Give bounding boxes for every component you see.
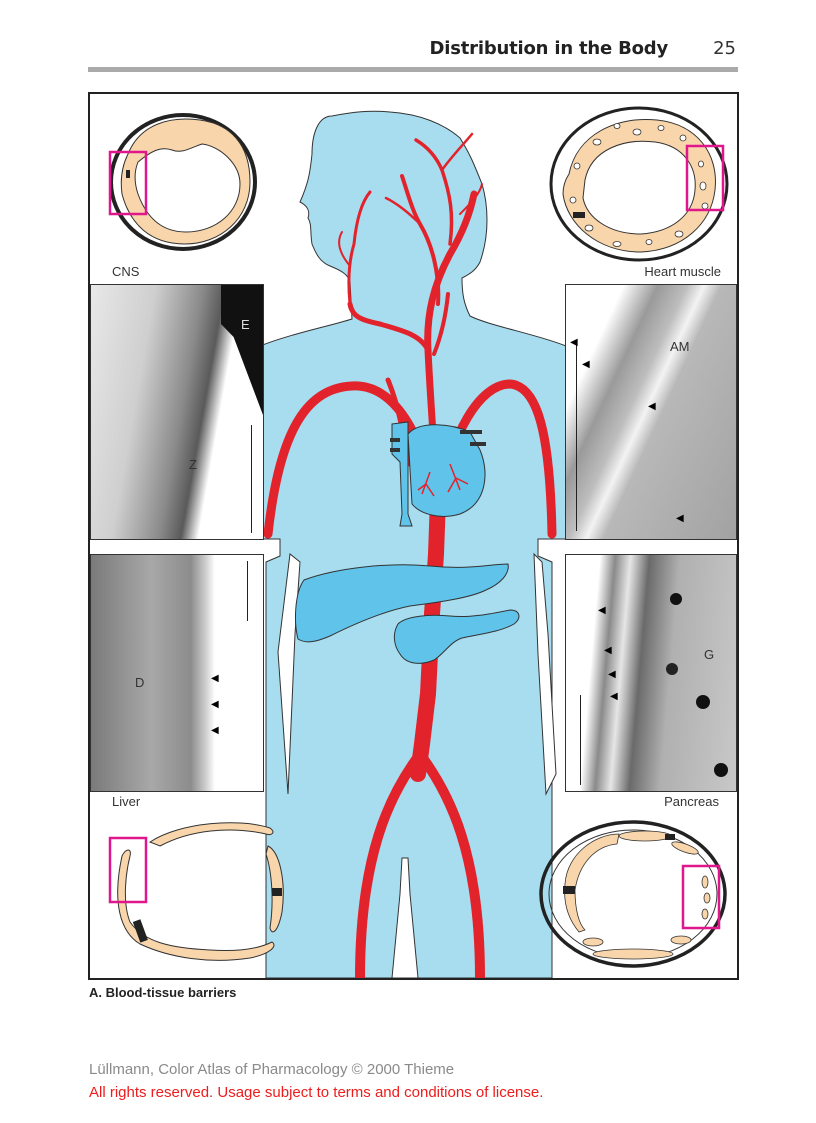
pancreas-capillary-icon — [539, 820, 727, 968]
arrowhead-icon: ◀ — [211, 699, 219, 710]
page-header: Distribution in the Body 25 — [88, 36, 738, 66]
cns-micrograph: E Z — [90, 284, 264, 540]
micrograph-label-e: E — [241, 317, 250, 332]
scale-bar — [247, 561, 248, 621]
heart-capillary-panel: Heart muscle — [537, 94, 737, 282]
arrowhead-icon: ◀ — [608, 669, 616, 680]
page-number: 25 — [713, 38, 736, 59]
arrowhead-icon: ◀ — [648, 401, 656, 412]
micrograph-label-g: G — [704, 647, 715, 662]
human-body-silhouette-icon — [259, 110, 567, 978]
panel-label-heart: Heart muscle — [644, 264, 721, 279]
footer-rights: All rights reserved. Usage subject to te… — [89, 1084, 544, 1101]
heart-capillary-icon — [549, 106, 729, 262]
arrowhead-icon: ◀ — [570, 337, 578, 348]
figure-frame: CNS Heart muscle E Z AM ◀ ◀ ◀ — [88, 92, 739, 980]
panel-label-cns: CNS — [112, 264, 140, 279]
panel-label-pancreas: Pancreas — [664, 794, 719, 809]
page-title: Distribution in the Body — [429, 38, 669, 59]
liver-micrograph: D ◀ ◀ ◀ — [90, 554, 264, 792]
arrowhead-icon: ◀ — [610, 691, 618, 702]
figure-caption: A. Blood-tissue barriers — [89, 985, 237, 1000]
pancreas-micrograph: G ◀ ◀ ◀ ◀ — [565, 554, 737, 792]
micrograph-label-d: D — [135, 675, 145, 690]
liver-capillary-icon — [108, 822, 284, 961]
arrowhead-icon: ◀ — [604, 645, 612, 656]
liver-icon — [295, 563, 509, 643]
arrowhead-icon: ◀ — [582, 359, 590, 370]
scale-bar — [580, 695, 581, 785]
scale-bar — [576, 345, 577, 531]
arrowhead-icon: ◀ — [676, 513, 684, 524]
heart-icon — [390, 421, 486, 527]
arrowhead-icon: ◀ — [211, 673, 219, 684]
arrowhead-icon: ◀ — [598, 605, 606, 616]
panel-label-liver: Liver — [112, 794, 141, 809]
micrograph-label-am: AM — [670, 339, 690, 354]
pancreas-icon — [393, 609, 520, 664]
scale-bar — [251, 425, 252, 533]
arrowhead-icon: ◀ — [211, 725, 219, 736]
header-rule — [88, 67, 738, 72]
footer-credit: Lüllmann, Color Atlas of Pharmacology © … — [89, 1061, 455, 1078]
micrograph-label-z: Z — [189, 457, 197, 472]
cns-capillary-panel: CNS — [90, 94, 260, 282]
cns-capillary-icon — [108, 113, 257, 251]
heart-micrograph: AM ◀ ◀ ◀ ◀ — [565, 284, 737, 540]
